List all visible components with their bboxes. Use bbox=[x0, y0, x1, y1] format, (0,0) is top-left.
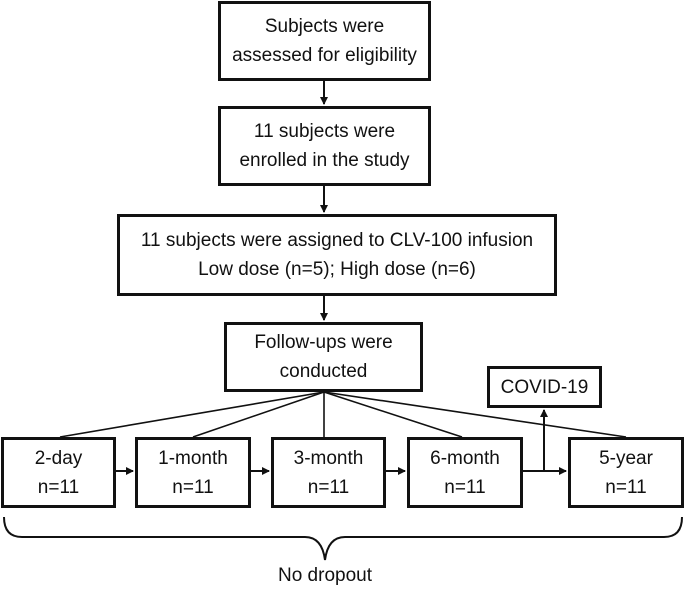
timepoint-count: n=11 bbox=[444, 476, 486, 498]
no-dropout-label: No dropout bbox=[277, 565, 372, 586]
timepoint-box-3month: 3-month n=11 bbox=[271, 437, 386, 508]
enrolled-box: 11 subjects were enrolled in the study bbox=[218, 106, 431, 186]
assigned-line-1: 11 subjects were assigned to CLV-100 inf… bbox=[140, 230, 534, 251]
timepoint-box-5year: 5-year n=11 bbox=[568, 437, 684, 508]
assigned-line-2: Low dose (n=5); High dose (n=6) bbox=[198, 259, 476, 280]
covid-label: COVID-19 bbox=[500, 376, 589, 398]
timepoint-label: 1-month bbox=[158, 447, 228, 469]
eligibility-box: Subjects were assessed for eligibility bbox=[218, 1, 431, 81]
fan-line-6month bbox=[323, 391, 463, 438]
timepoint-box-2day: 2-day n=11 bbox=[1, 437, 116, 508]
fan-line-5year bbox=[323, 391, 627, 438]
fan-line-2day bbox=[59, 391, 325, 438]
timepoint-label: 6-month bbox=[430, 447, 500, 469]
eligibility-line-1: Subjects were bbox=[264, 16, 385, 37]
fan-line-1month bbox=[192, 391, 325, 438]
timepoint-count: n=11 bbox=[307, 476, 350, 498]
followups-line-1: Follow-ups were bbox=[254, 332, 393, 353]
timepoint-count: n=11 bbox=[172, 476, 214, 498]
assigned-box: 11 subjects were assigned to CLV-100 inf… bbox=[117, 214, 557, 296]
timepoint-label: 5-year bbox=[599, 447, 653, 469]
timepoint-label: 3-month bbox=[293, 447, 364, 469]
followups-box: Follow-ups were conducted bbox=[224, 322, 423, 392]
enrolled-line-1: 11 subjects were bbox=[253, 121, 396, 142]
no-dropout-brace bbox=[3, 516, 683, 561]
timepoint-label: 2-day bbox=[34, 447, 83, 469]
timepoint-box-6month: 6-month n=11 bbox=[407, 437, 523, 508]
eligibility-line-2: assessed for eligibility bbox=[232, 45, 417, 66]
enrolled-line-2: enrolled in the study bbox=[239, 150, 410, 171]
timepoint-count: n=11 bbox=[37, 476, 80, 498]
covid-box: COVID-19 bbox=[487, 366, 602, 408]
timepoint-count: n=11 bbox=[605, 476, 647, 498]
followups-line-2: conducted bbox=[279, 361, 368, 382]
timepoint-box-1month: 1-month n=11 bbox=[135, 437, 251, 508]
